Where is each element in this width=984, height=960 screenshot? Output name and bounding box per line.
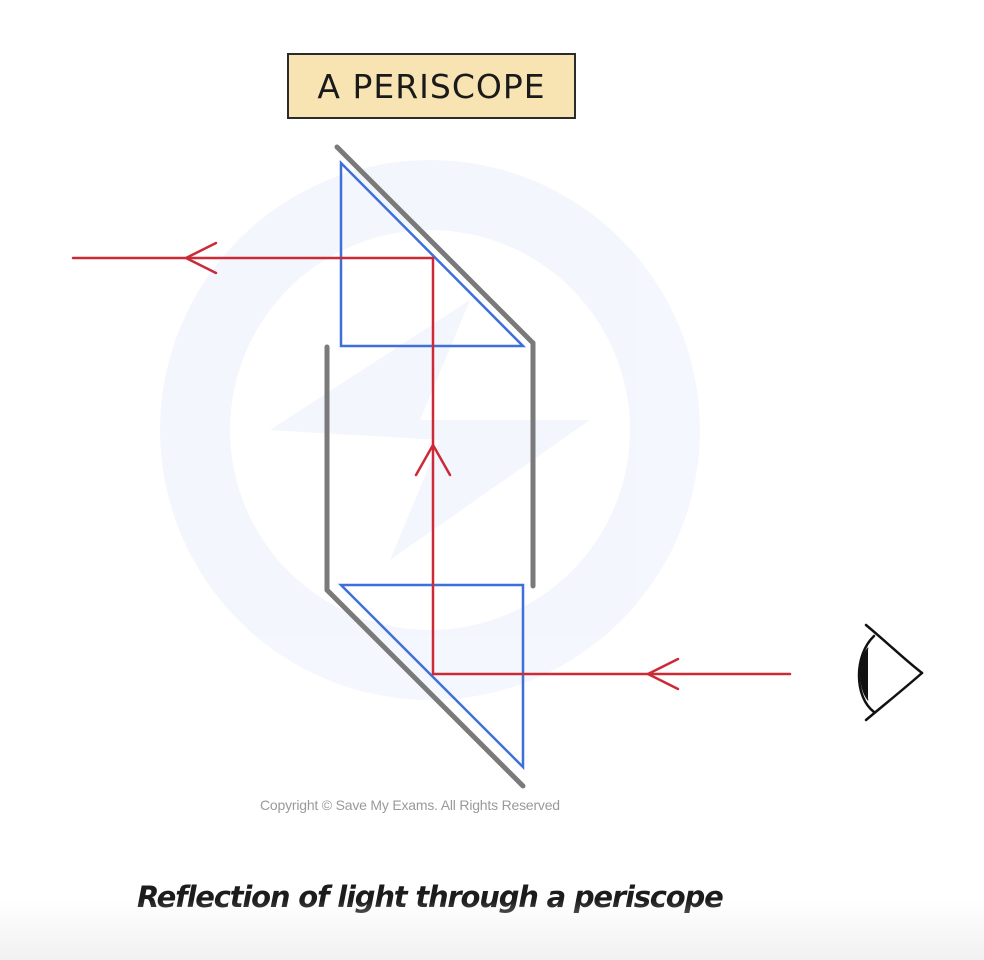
ray-arrow-incoming [646,657,680,691]
copyright-notice: Copyright © Save My Exams. All Rights Re… [260,797,560,813]
watermark-logo-icon [160,160,700,700]
top-mirror-wall [334,144,536,346]
eye-icon [857,623,924,722]
ray-arrow-vertical [414,443,452,477]
bottom-shadow [0,900,984,960]
ray-arrow-outgoing [184,241,218,275]
diagram-title: A PERISCOPE [287,53,576,119]
bottom-mirror-wall [324,587,526,789]
periscope-tube [324,144,536,789]
light-ray [71,241,792,691]
